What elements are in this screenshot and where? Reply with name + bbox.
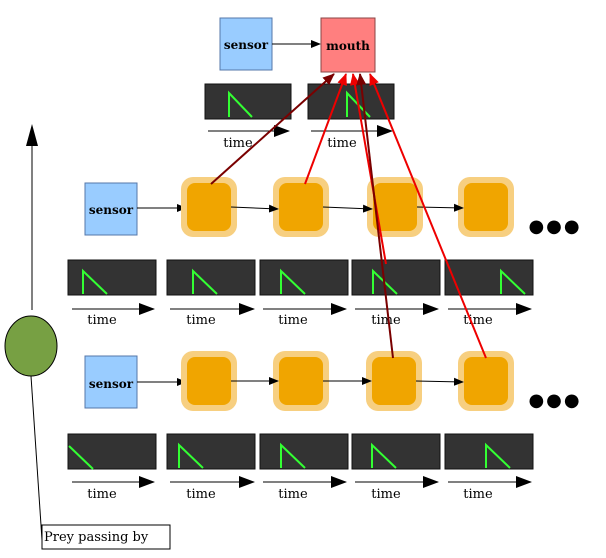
prey-caption-box: [41, 524, 171, 550]
prey-circle: [4, 315, 58, 377]
row2-more-dots: ●●●: [528, 390, 581, 411]
row2-n4-to-mouth-arrow: [369, 73, 487, 359]
top-time-label-2: time: [327, 136, 357, 151]
vertical-axis-arrowhead: [26, 124, 38, 146]
row1-neuron-2: [273, 177, 329, 237]
mouth-box: [320, 17, 376, 73]
row1-sensor-label: sensor: [89, 203, 134, 217]
row2-link-3-4: [415, 377, 464, 386]
row1-trace-2: [166, 259, 256, 296]
row1-n2-to-mouth-arrow: [304, 73, 347, 185]
row1-trace-4: [351, 259, 441, 296]
row1-time-label-4: time: [371, 313, 401, 328]
top-trace-1: [204, 83, 292, 120]
row1-n3-to-mouth-arrow: [349, 73, 387, 265]
row2-time-label-4: time: [371, 487, 401, 502]
row1-time-label-3: time: [278, 313, 308, 328]
row2-sensor-label: sensor: [89, 377, 134, 391]
top-sensor-label: sensor: [224, 38, 269, 52]
top-trace-2: [307, 83, 395, 120]
row2-trace-2: [166, 433, 256, 470]
row1-link-1-2: [230, 204, 279, 213]
row1-neuron-1: [181, 177, 237, 237]
row1-time-label-2: time: [186, 313, 216, 328]
mouth-label: mouth: [326, 39, 370, 53]
row2-trace-1: [67, 433, 157, 470]
row2-trace-4: [351, 433, 441, 470]
row2-time-label-1: time: [87, 487, 117, 502]
row1-n1-to-mouth-arrow: [210, 73, 335, 185]
row2-n3-to-mouth-arrow: [356, 73, 394, 359]
row2-neuron-2: [273, 351, 329, 411]
row1-trace-3: [259, 259, 349, 296]
row1-more-dots: ●●●: [528, 216, 581, 237]
row2-neuron-3: [366, 351, 422, 411]
row2-trace-3: [259, 433, 349, 470]
row2-time-label-3: time: [278, 487, 308, 502]
prey-caption: Prey passing by: [44, 530, 149, 545]
top-time-label-1: time: [223, 136, 253, 151]
row2-sensor-box: [84, 355, 138, 409]
prey-pointer-line: [30, 375, 43, 541]
row2-time-label-5: time: [463, 487, 493, 502]
row2-time-label-2: time: [186, 487, 216, 502]
row2-neuron-4: [458, 351, 514, 411]
row1-neuron-4: [458, 177, 514, 237]
row2-trace-5: [444, 433, 534, 470]
row1-trace-5: [444, 259, 534, 296]
row1-trace-1: [67, 259, 157, 296]
row1-time-label-5: time: [463, 313, 493, 328]
row1-neuron-3: [367, 177, 423, 237]
row1-sensor-box: [84, 182, 138, 236]
top-sensor-box: [219, 17, 273, 71]
row1-time-label-1: time: [87, 313, 117, 328]
row2-neuron-1: [181, 351, 237, 411]
row1-link-2-3: [322, 204, 373, 213]
